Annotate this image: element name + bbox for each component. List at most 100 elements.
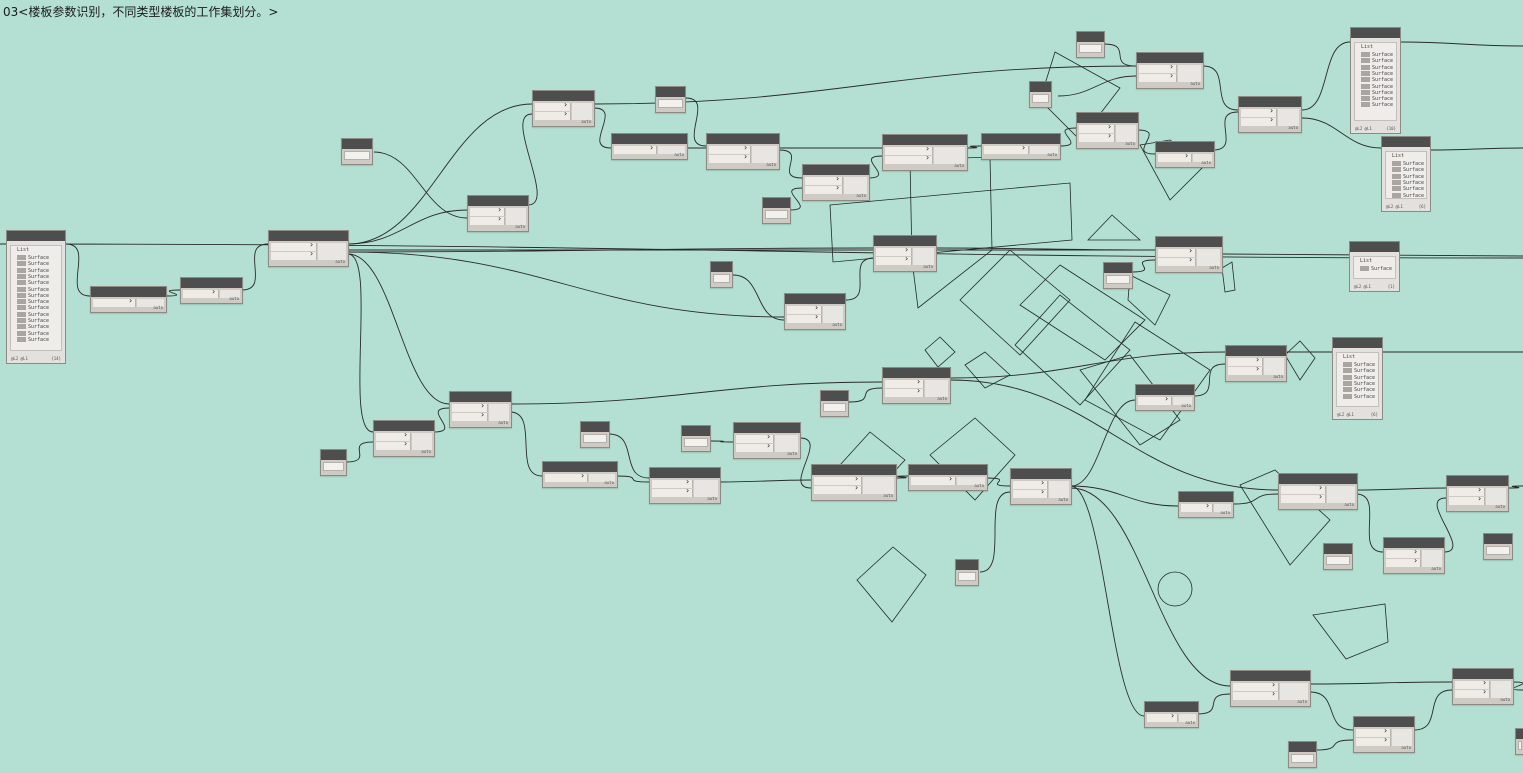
output-port-area[interactable] <box>823 306 843 323</box>
input-port[interactable]: › <box>1079 122 1115 133</box>
number-input-node[interactable] <box>1288 741 1317 768</box>
number-input-node[interactable] <box>1323 543 1353 570</box>
input-port[interactable]: › <box>876 254 912 265</box>
node-header[interactable] <box>543 462 617 472</box>
output-port-area[interactable] <box>844 177 867 194</box>
node-header[interactable] <box>321 450 346 460</box>
output-port-area[interactable] <box>137 299 164 307</box>
function-node[interactable]: ››auto <box>449 391 512 428</box>
input-port[interactable]: › <box>652 477 693 488</box>
input-port[interactable]: › <box>652 486 693 497</box>
input-port[interactable]: › <box>1139 62 1177 73</box>
function-node[interactable]: ››auto <box>784 293 846 330</box>
node-header[interactable] <box>785 294 845 304</box>
node-header[interactable] <box>374 421 434 431</box>
function-node[interactable]: ››auto <box>811 464 897 501</box>
node-header[interactable] <box>1156 142 1214 152</box>
output-port-area[interactable] <box>694 480 718 497</box>
input-field[interactable] <box>713 274 730 283</box>
node-header[interactable] <box>1231 671 1310 681</box>
node-header[interactable] <box>1156 237 1222 247</box>
input-port[interactable]: › <box>93 296 136 307</box>
input-port[interactable]: › <box>1233 689 1279 700</box>
node-header[interactable] <box>1484 534 1512 544</box>
output-port-area[interactable] <box>775 435 798 452</box>
output-port-area[interactable] <box>863 477 894 494</box>
input-port[interactable]: › <box>805 183 843 194</box>
output-port-area[interactable] <box>1179 714 1196 722</box>
node-header[interactable] <box>1179 492 1233 502</box>
node-header[interactable] <box>1239 97 1301 107</box>
node-header[interactable] <box>581 422 609 432</box>
node-header[interactable] <box>1453 669 1513 679</box>
number-input-node[interactable] <box>1029 81 1052 108</box>
input-port[interactable]: › <box>709 143 751 154</box>
output-port-area[interactable] <box>1030 146 1058 154</box>
input-port[interactable]: › <box>1356 735 1391 746</box>
function-node[interactable]: ››auto <box>873 235 937 272</box>
function-node[interactable]: ›auto <box>1178 491 1234 518</box>
function-node[interactable]: ››auto <box>1136 52 1204 89</box>
function-node[interactable]: ›auto <box>1144 701 1199 728</box>
input-field[interactable] <box>1291 754 1314 763</box>
node-header[interactable] <box>1333 338 1382 348</box>
output-port-area[interactable] <box>1173 397 1192 405</box>
input-port[interactable]: › <box>885 153 933 164</box>
output-port-area[interactable] <box>1392 729 1412 746</box>
input-port[interactable]: › <box>1356 726 1391 737</box>
input-port[interactable]: › <box>376 439 411 450</box>
function-node[interactable]: ››auto <box>706 133 780 170</box>
function-node[interactable]: ››auto <box>268 230 349 267</box>
input-field[interactable] <box>958 572 976 581</box>
output-port-area[interactable] <box>1049 481 1069 498</box>
node-header[interactable] <box>650 468 720 478</box>
node-header[interactable] <box>1145 702 1198 712</box>
input-port[interactable]: › <box>271 240 317 251</box>
function-node[interactable]: ››auto <box>1238 96 1302 133</box>
node-header[interactable] <box>883 368 950 378</box>
node-header[interactable] <box>821 391 848 401</box>
input-port[interactable]: › <box>1158 255 1196 266</box>
function-node[interactable]: ››auto <box>1230 670 1311 707</box>
output-port-area[interactable] <box>752 146 777 163</box>
node-header[interactable] <box>468 196 528 206</box>
function-node[interactable]: ››auto <box>1383 537 1445 574</box>
input-port[interactable]: › <box>736 432 774 443</box>
input-port[interactable]: › <box>535 100 571 111</box>
input-port[interactable]: › <box>1228 364 1263 375</box>
output-port-area[interactable] <box>1197 249 1220 266</box>
output-port-area[interactable] <box>1422 550 1442 567</box>
input-port[interactable]: › <box>1079 131 1115 142</box>
input-port[interactable]: › <box>1281 483 1326 494</box>
input-port[interactable]: › <box>452 410 488 421</box>
output-port-area[interactable] <box>489 404 509 421</box>
input-field[interactable] <box>658 99 683 108</box>
node-header[interactable] <box>734 423 800 433</box>
node-header[interactable] <box>1137 53 1203 63</box>
output-port-area[interactable] <box>1486 488 1506 505</box>
function-node[interactable]: ›auto <box>90 286 167 313</box>
input-port[interactable]: › <box>787 312 822 323</box>
number-input-node[interactable] <box>820 390 849 417</box>
input-port[interactable]: › <box>1241 106 1277 117</box>
input-port[interactable]: › <box>814 474 862 485</box>
input-port[interactable]: › <box>1241 115 1277 126</box>
node-header[interactable] <box>1350 242 1399 252</box>
function-node[interactable]: ››auto <box>532 90 595 127</box>
node-header[interactable] <box>956 560 978 570</box>
output-port-area[interactable] <box>1278 109 1299 126</box>
input-field[interactable] <box>1518 741 1522 750</box>
node-header[interactable] <box>1279 474 1357 484</box>
input-port[interactable]: › <box>814 483 862 494</box>
function-node[interactable]: ››auto <box>1225 345 1287 382</box>
node-header[interactable] <box>342 139 372 149</box>
node-header[interactable] <box>1077 32 1104 42</box>
input-port[interactable]: › <box>885 144 933 155</box>
number-input-node[interactable] <box>681 425 711 452</box>
